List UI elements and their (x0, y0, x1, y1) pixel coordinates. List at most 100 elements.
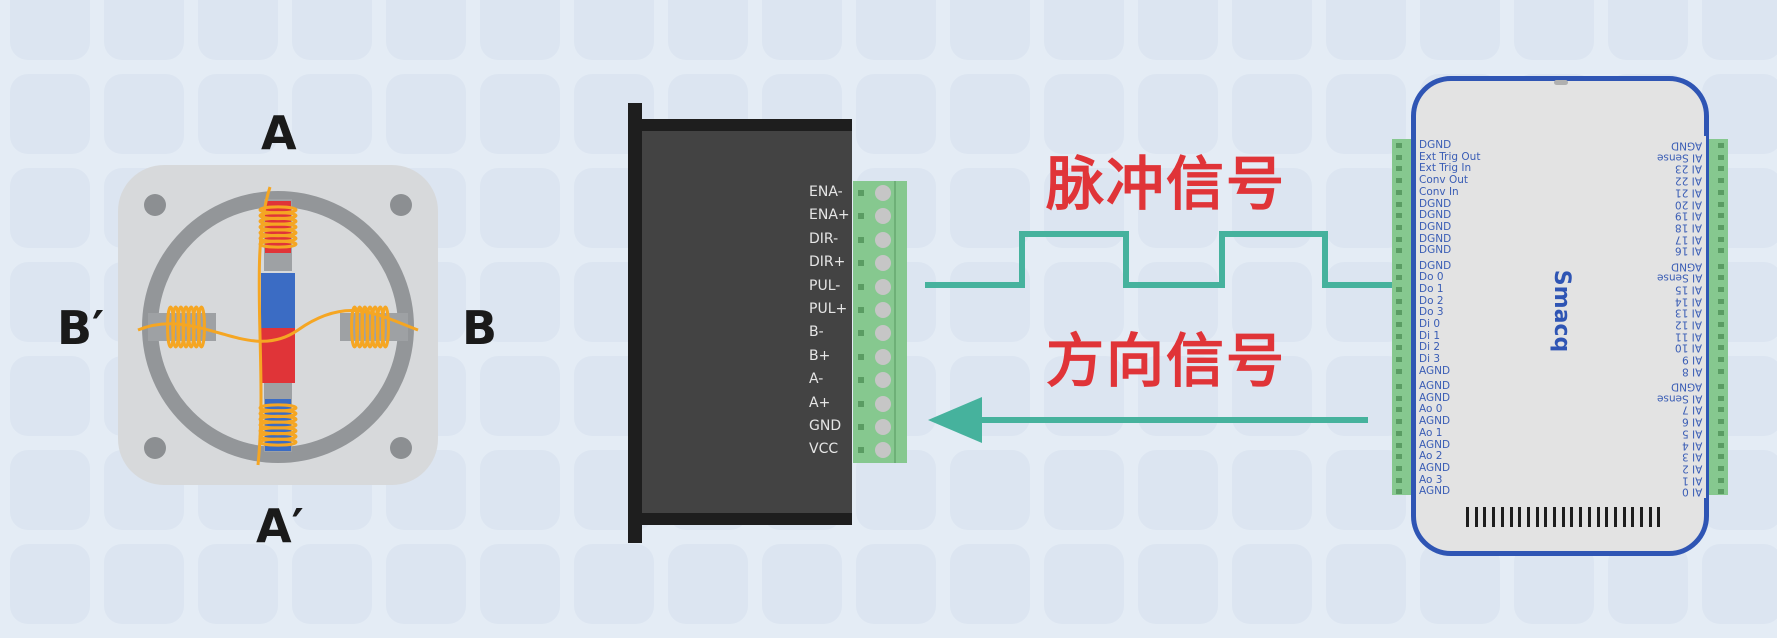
background-tile (198, 74, 278, 154)
daq-right-terminal-mark (1718, 333, 1724, 339)
daq-right-terminal-mark (1718, 357, 1724, 363)
background-tile (1608, 544, 1688, 624)
driver-pin-label: B- (809, 324, 824, 341)
background-tile (104, 0, 184, 60)
background-tile (1044, 74, 1124, 154)
daq-right-pin-label: AI 22 (1675, 174, 1702, 187)
daq-vent-slot (1500, 507, 1504, 527)
daq-left-terminal-mark (1396, 333, 1402, 339)
daq-right-terminal-mark (1718, 419, 1724, 425)
background-tile (10, 356, 90, 436)
daq-right-pin-label: AI 12 (1675, 318, 1702, 331)
background-tile (480, 168, 560, 248)
stepper-motor-internals (137, 186, 419, 466)
background-tile (1232, 168, 1312, 248)
driver-terminal-slot (858, 353, 864, 360)
background-tile (10, 168, 90, 248)
background-tile (950, 450, 1030, 530)
daq-left-pin-label: Ao 1 (1419, 426, 1443, 439)
daq-vent-slot (1587, 507, 1591, 527)
daq-right-terminal-mark (1718, 213, 1724, 219)
daq-right-pin-label: AI 5 (1681, 427, 1702, 440)
background-tile (856, 544, 936, 624)
daq-right-terminal-mark (1718, 189, 1724, 195)
daq-left-pin-label: Ao 3 (1419, 473, 1443, 486)
daq-vent-slot (1509, 507, 1513, 527)
driver-pin-label: DIR- (809, 230, 839, 247)
background-tile (1044, 168, 1124, 248)
direction-arrowhead (928, 397, 982, 443)
background-tile (762, 544, 842, 624)
daq-right-terminal-mark (1718, 477, 1724, 483)
background-tile (386, 74, 466, 154)
background-tile (1232, 356, 1312, 436)
driver-pin-label: ENA+ (809, 207, 850, 224)
driver-terminal-screw (875, 419, 891, 435)
driver-terminal-screw (875, 372, 891, 389)
background-tile (480, 0, 560, 60)
daq-left-pin-label: Do 0 (1419, 271, 1444, 284)
background-tile (198, 544, 278, 624)
background-tile (668, 544, 748, 624)
background-tile (1326, 168, 1406, 248)
daq-left-pin-label: Conv In (1419, 185, 1459, 198)
background-tile (292, 0, 372, 60)
daq-right-terminal-mark (1718, 430, 1724, 436)
daq-right-pin-label: AI 1 (1681, 474, 1702, 487)
driver-terminal-divider (894, 181, 896, 463)
background-tile (480, 356, 560, 436)
background-tile (292, 74, 372, 154)
daq-vent-slot (1657, 507, 1661, 527)
daq-vent-slot (1579, 507, 1583, 527)
daq-left-terminal-mark (1396, 298, 1402, 304)
daq-left-pin-label: AGND (1419, 485, 1451, 498)
daq-left-terminal-mark (1396, 454, 1402, 460)
background-tile (1420, 544, 1500, 624)
background-tile (1702, 544, 1777, 624)
driver-terminal-slot (858, 377, 864, 384)
driver-terminal-slot (858, 307, 864, 313)
daq-left-terminal-mark (1396, 213, 1402, 219)
daq-right-pin-label: AI 19 (1675, 209, 1702, 222)
daq-right-pin-label: AI 6 (1681, 415, 1702, 428)
driver-terminal-screw (875, 255, 891, 272)
background-tile (762, 0, 842, 60)
daq-right-pin-label: AI 10 (1675, 341, 1702, 354)
background-tile (950, 168, 1030, 248)
daq-right-pin-label: AI 3 (1681, 450, 1702, 463)
daq-left-pin-label: AGND (1419, 415, 1451, 428)
daq-right-pin-label: AI 20 (1675, 198, 1702, 210)
driver-terminal-slot (858, 236, 864, 243)
daq-right-terminal-mark (1718, 236, 1724, 242)
daq-right-terminal-mark (1718, 395, 1724, 401)
driver-terminal-slot (858, 190, 864, 196)
daq-left-pin-label: Ao 0 (1419, 403, 1443, 416)
background-tile (10, 74, 90, 154)
background-tile (10, 544, 90, 624)
daq-right-terminal-mark (1718, 322, 1724, 327)
daq-right-terminal-mark (1718, 178, 1724, 184)
driver-terminal-block (853, 181, 907, 463)
daq-vent-slot (1596, 507, 1600, 527)
daq-right-pin-label: AI Sense (1656, 392, 1702, 405)
daq-vent-slot (1466, 507, 1469, 527)
background-tile (104, 74, 184, 154)
daq-left-pin-label: Di 3 (1419, 353, 1441, 366)
driver-pin-label: DIR+ (809, 254, 846, 271)
background-tile (856, 450, 936, 530)
daq-left-pin-label: DGND (1419, 232, 1452, 245)
background-tile (950, 544, 1030, 624)
background-tile (1232, 0, 1312, 60)
mount-hole (144, 194, 166, 216)
daq-right-terminal-mark (1718, 263, 1724, 269)
daq-left-pin-label: Ext Trig Out (1419, 150, 1481, 163)
daq-vent-slot (1561, 507, 1565, 527)
background-tile (480, 262, 560, 342)
daq-right-pin-label: AI 13 (1675, 306, 1702, 319)
daq-left-terminal-mark (1396, 419, 1402, 425)
daq-left-pin-label: AGND (1419, 380, 1451, 392)
driver-terminal-slot (858, 283, 864, 290)
daq-vent-slot (1640, 507, 1643, 527)
daq-terminal-right (1706, 139, 1728, 495)
